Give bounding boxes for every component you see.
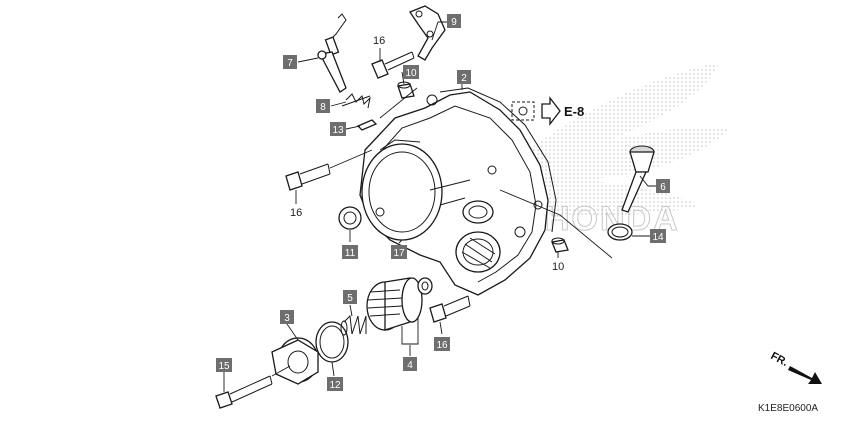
- part-label-3-text: 3: [284, 313, 290, 324]
- dowel-pin-lower: [551, 237, 569, 253]
- part-label-14-text: 14: [652, 232, 664, 243]
- oring-part-14: [607, 223, 633, 241]
- part-label-17-text: 17: [393, 248, 405, 259]
- sensor-part: [317, 13, 347, 93]
- cover-gasket: [439, 87, 557, 233]
- part-label-16-text: 16: [436, 340, 448, 351]
- bolt-top: [371, 51, 415, 79]
- part-label-4-text: 4: [407, 360, 413, 371]
- part-label-7: 7: [283, 55, 297, 69]
- bolt-15: [215, 375, 273, 409]
- part-label-10-upper: 10: [403, 65, 419, 79]
- part-label-10-text: 10: [405, 68, 417, 79]
- cross-reference-label: E-8: [564, 104, 584, 119]
- spring-part-8: [341, 93, 371, 109]
- part-label-8-text: 8: [320, 102, 326, 113]
- part-label-9: 9: [447, 14, 461, 28]
- pin-part-13: [356, 119, 378, 131]
- part-label-13: 13: [330, 122, 346, 136]
- filter-cover-part: [271, 337, 319, 385]
- part-label-9-text: 9: [451, 17, 457, 28]
- bearing-part: [338, 206, 362, 230]
- oring-part-12: [315, 321, 349, 363]
- part-label-5: 5: [343, 290, 357, 304]
- part-label-17: 17: [391, 245, 407, 259]
- spring-part-5: [340, 314, 367, 336]
- diagram-reference-code: K1E8E0600A: [758, 403, 818, 414]
- part-label-15: 15: [216, 358, 232, 372]
- part-label-4: 4: [403, 357, 417, 371]
- part-label-8: 8: [316, 99, 330, 113]
- part-label-6-text: 6: [660, 182, 666, 193]
- part-label-11: 11: [342, 245, 358, 259]
- part-label-7-text: 7: [287, 58, 293, 69]
- part-label-3: 3: [280, 310, 294, 324]
- part-label-15-text: 15: [218, 361, 230, 372]
- part-label-12: 12: [327, 377, 343, 391]
- front-direction-indicator: FR.: [769, 350, 822, 384]
- part-label-14: 14: [650, 229, 666, 243]
- bolt-filter: [429, 295, 471, 323]
- bracket-part: [409, 5, 446, 61]
- part-label-12-text: 12: [329, 380, 341, 391]
- front-direction-label: FR.: [769, 350, 790, 369]
- cross-reference-box: [511, 96, 561, 126]
- part-label-5-text: 5: [347, 293, 353, 304]
- part-label-13-text: 13: [332, 125, 344, 136]
- part-label-11-text: 11: [345, 248, 356, 259]
- dowel-pin-upper: [397, 81, 415, 99]
- part-label-6: 6: [656, 179, 670, 193]
- oil-filter-part: [366, 277, 433, 331]
- plain-label-16-top: 16: [373, 35, 385, 47]
- plain-label-10-right: 10: [552, 261, 564, 273]
- part-label-16-filter: 16: [434, 337, 450, 351]
- part-label-2: 2: [457, 70, 471, 84]
- plain-label-16-left: 16: [290, 207, 302, 219]
- bolt-left: [285, 149, 373, 191]
- crankcase-cover: [359, 91, 549, 296]
- part-label-2-text: 2: [461, 73, 467, 84]
- dipstick-part: [621, 145, 655, 213]
